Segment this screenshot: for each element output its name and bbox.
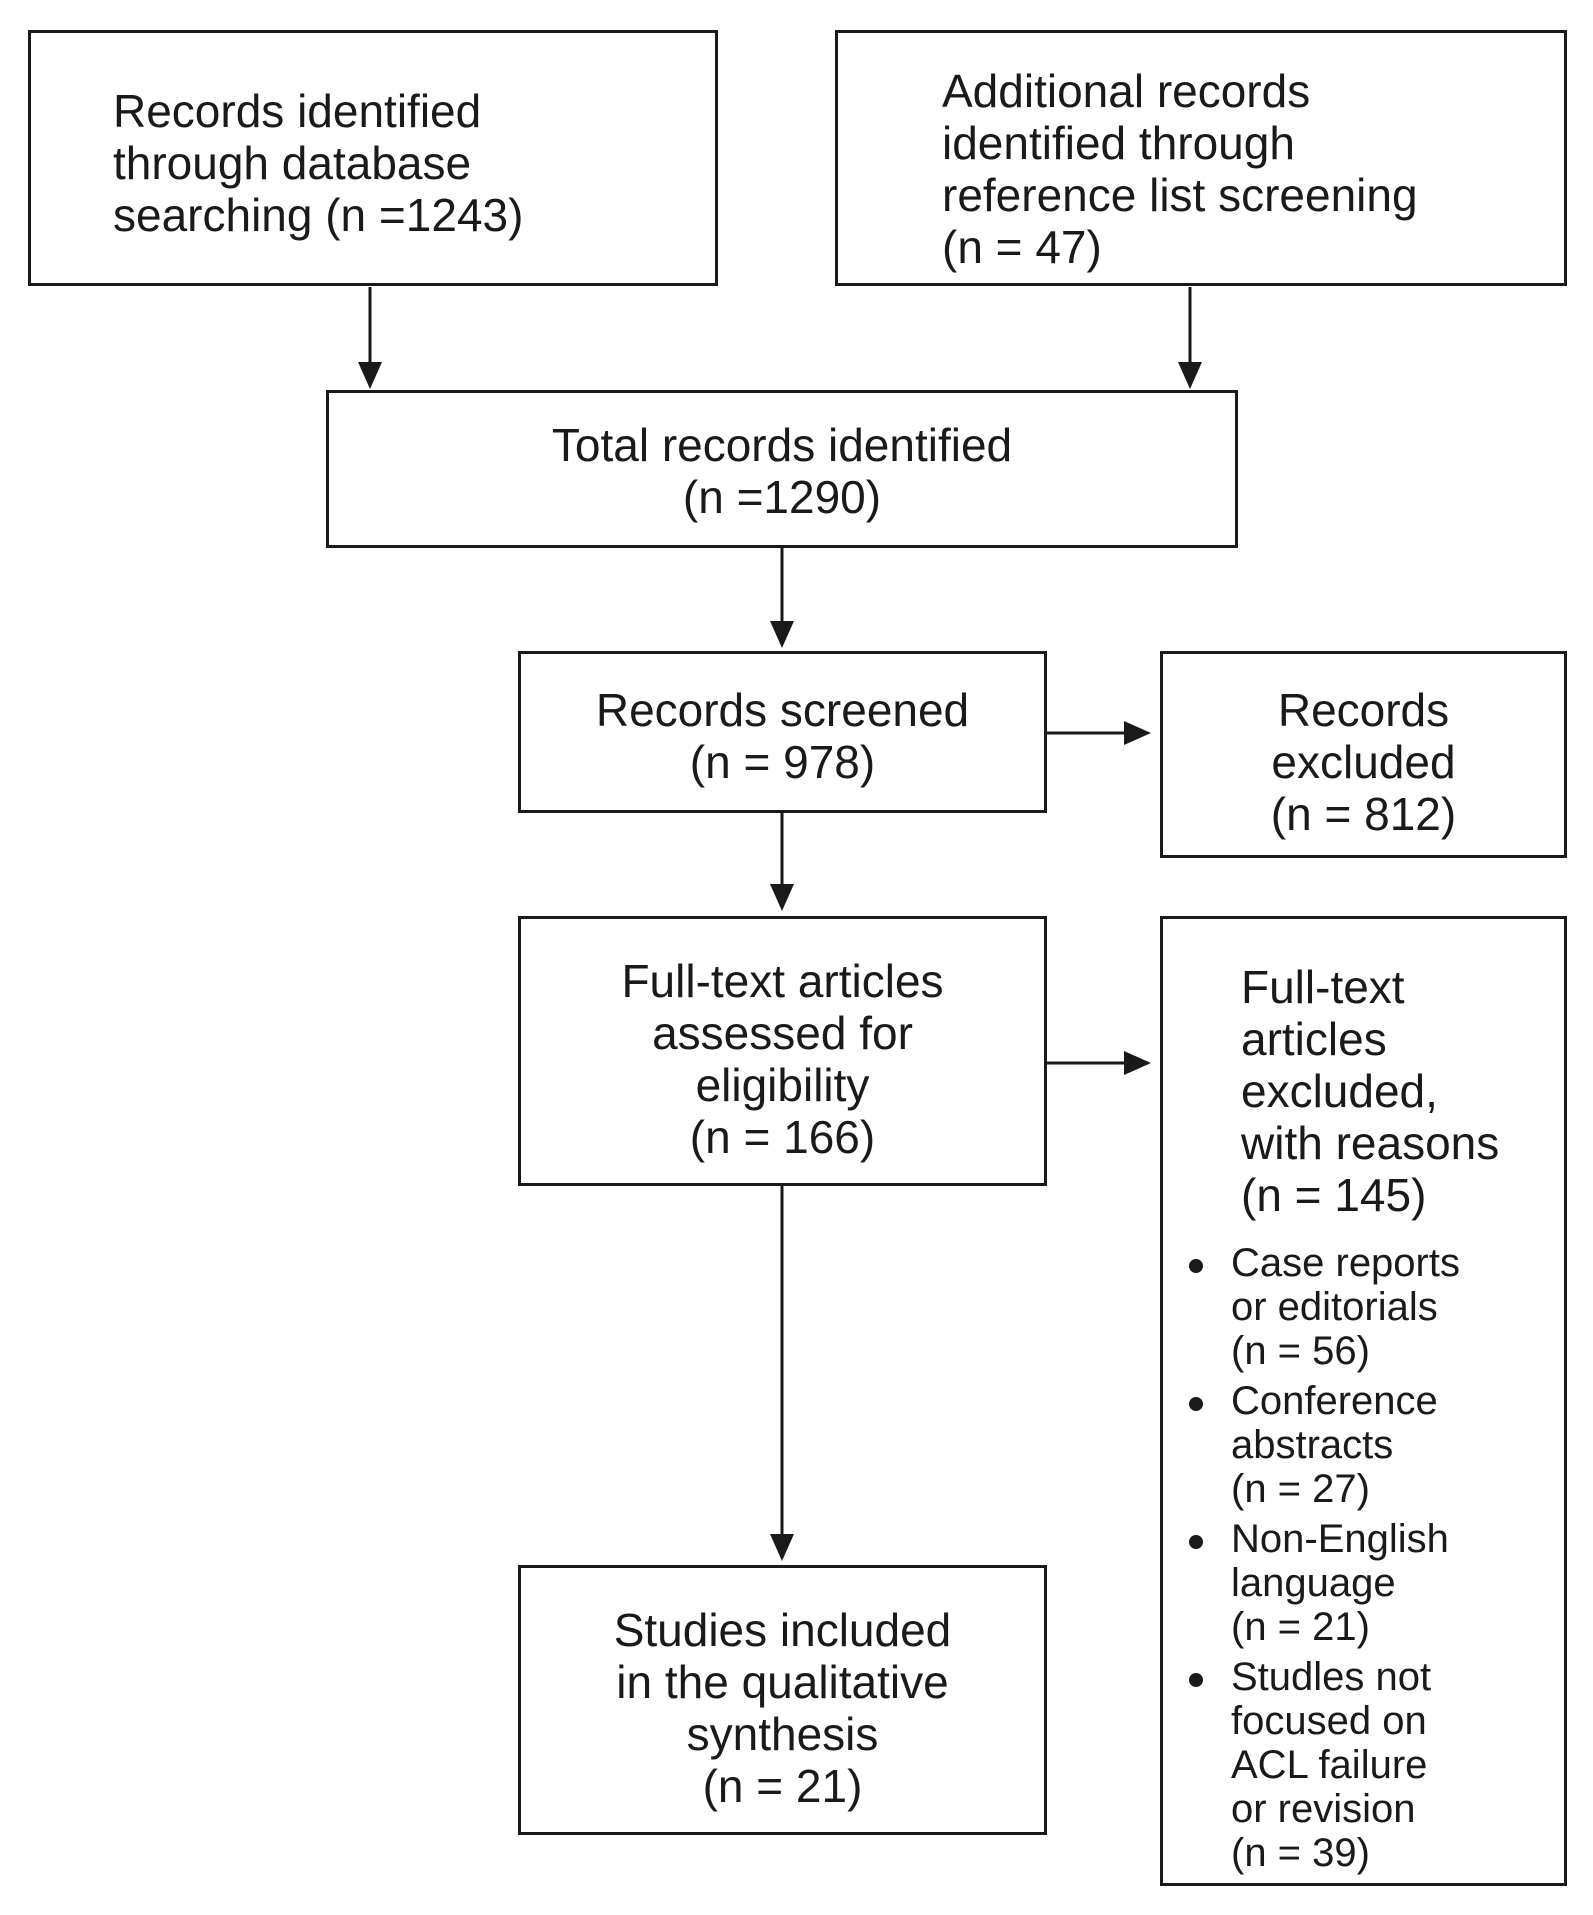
box-line: (n =1290) — [682, 471, 882, 523]
bullet-icon — [1189, 1397, 1203, 1411]
box-line: (n = 21) — [702, 1760, 863, 1812]
box-line: Studies included — [613, 1604, 952, 1656]
box-line: Records — [1277, 684, 1450, 736]
box-database-search: Records identified through database sear… — [28, 30, 718, 286]
box-line: articles — [1241, 1013, 1387, 1065]
reason-line: Conference — [1231, 1379, 1438, 1423]
box-line: excluded — [1271, 736, 1456, 788]
box-line: assessed for — [652, 1007, 913, 1059]
box-line: (n = 978) — [689, 736, 876, 788]
exclusion-reason: Conference abstracts (n = 27) — [1189, 1379, 1564, 1511]
reason-line: (n = 27) — [1231, 1467, 1370, 1511]
exclusion-reason: Non-English language (n = 21) — [1189, 1517, 1564, 1649]
box-line: reference list screening — [942, 169, 1418, 221]
reason-line: Non-English — [1231, 1517, 1449, 1561]
box-line: Records identified — [113, 85, 482, 137]
bullet-icon — [1189, 1673, 1203, 1687]
box-records-excluded: Records excluded (n = 812) — [1160, 651, 1567, 858]
reason-line: Case reports — [1231, 1241, 1460, 1285]
reason-line: or revision — [1231, 1787, 1416, 1831]
box-line: with reasons — [1241, 1117, 1500, 1169]
box-line: Full-text — [1241, 961, 1405, 1013]
box-line: Records screened — [595, 684, 970, 736]
bullet-icon — [1189, 1535, 1203, 1549]
box-line: searching (n =1243) — [113, 189, 524, 241]
box-line: (n = 166) — [689, 1111, 876, 1163]
box-fulltext-assessed: Full-text articles assessed for eligibil… — [518, 916, 1047, 1186]
exclusion-reasons-list: Case reports or editorials (n = 56) Conf… — [1189, 1241, 1564, 1875]
box-line: excluded, — [1241, 1065, 1438, 1117]
box-line: identified through — [942, 117, 1295, 169]
reason-line: (n = 39) — [1231, 1831, 1370, 1875]
box-line: Full-text articles — [621, 955, 944, 1007]
reason-line: or editorials — [1231, 1285, 1438, 1329]
box-fulltext-excluded: Full-text articles excluded, with reason… — [1160, 916, 1567, 1886]
box-additional-records: Additional records identified through re… — [835, 30, 1567, 286]
reason-line: (n = 21) — [1231, 1605, 1370, 1649]
reason-line: ACL failure — [1231, 1743, 1428, 1787]
reason-line: abstracts — [1231, 1423, 1394, 1467]
reason-line: (n = 56) — [1231, 1329, 1370, 1373]
box-total-records: Total records identified (n =1290) — [326, 390, 1238, 548]
box-line: Additional records — [942, 65, 1311, 117]
box-line: (n = 145) — [1241, 1169, 1427, 1221]
box-records-screened: Records screened (n = 978) — [518, 651, 1047, 813]
bullet-icon — [1189, 1259, 1203, 1273]
box-line: Total records identified — [551, 419, 1013, 471]
box-line: in the qualitative — [616, 1656, 949, 1708]
reason-line: Studles not — [1231, 1655, 1432, 1699]
exclusion-reason: Case reports or editorials (n = 56) — [1189, 1241, 1564, 1373]
box-line: eligibility — [695, 1059, 870, 1111]
exclusion-reason: Studles not focused on ACL failure or re… — [1189, 1655, 1564, 1875]
box-line: through database — [113, 137, 472, 189]
box-line: synthesis — [686, 1708, 879, 1760]
box-studies-included: Studies included in the qualitative synt… — [518, 1565, 1047, 1835]
reason-line: focused on — [1231, 1699, 1427, 1743]
box-line: (n = 812) — [1270, 788, 1457, 840]
reason-line: language — [1231, 1561, 1396, 1605]
box-line: (n = 47) — [942, 221, 1102, 273]
